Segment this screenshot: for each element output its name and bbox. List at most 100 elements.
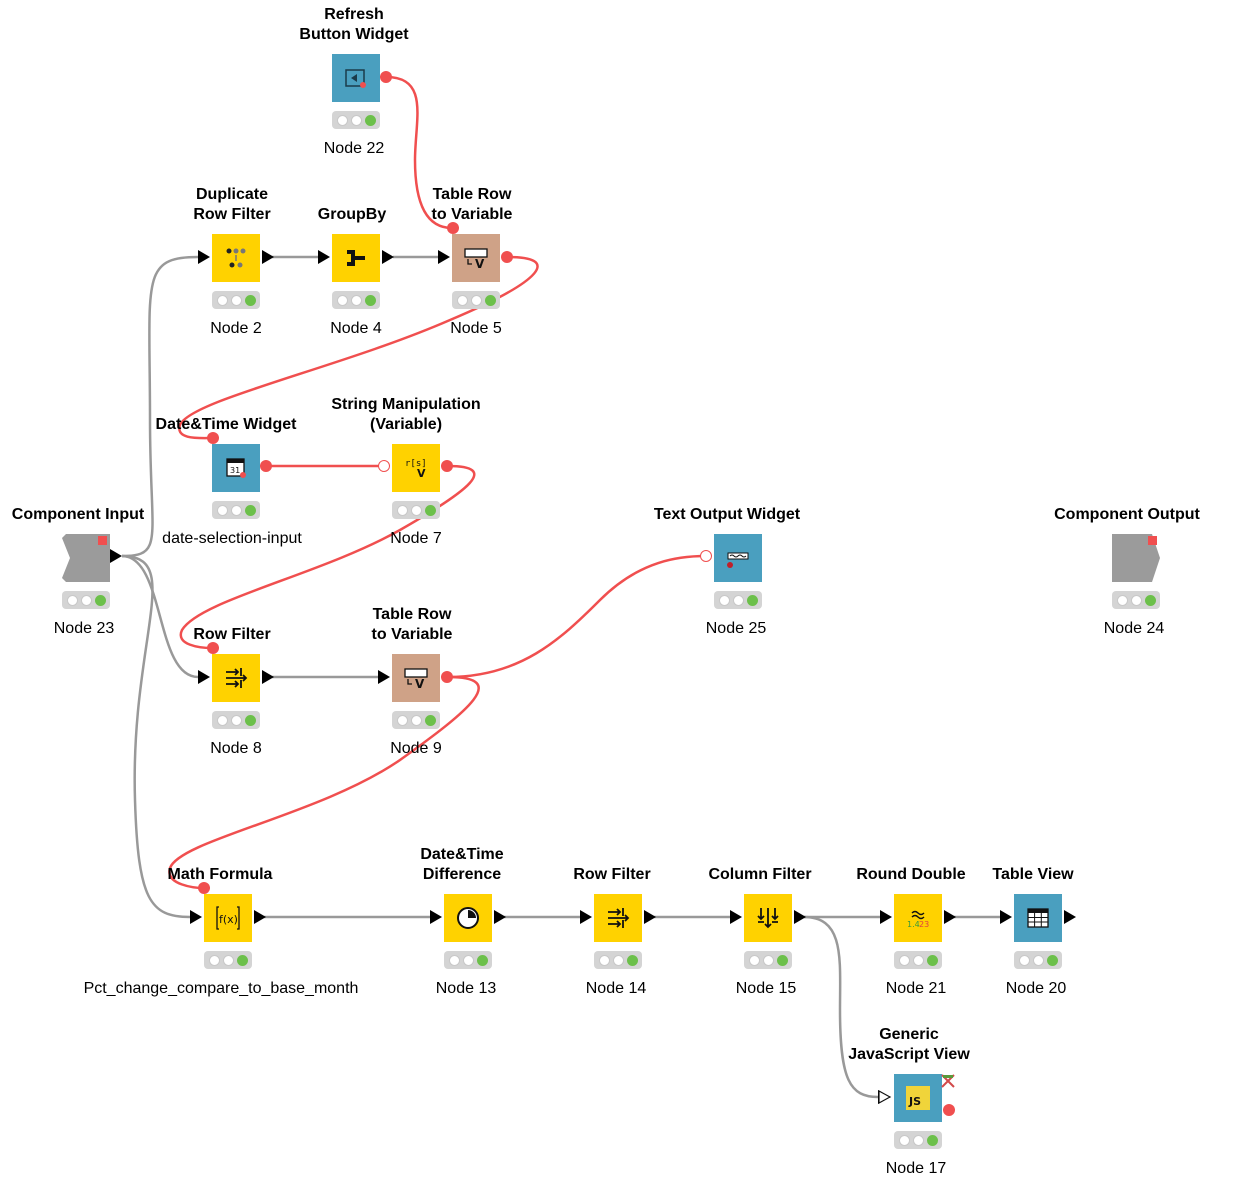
variable-input-port[interactable] xyxy=(198,882,210,894)
data-output-port[interactable] xyxy=(262,250,274,264)
data-input-port[interactable] xyxy=(878,1090,892,1104)
variable-output-port[interactable] xyxy=(260,460,272,472)
svg-text:V: V xyxy=(417,467,426,480)
svg-text:r[s]: r[s] xyxy=(405,459,427,469)
text-output-icon[interactable] xyxy=(714,534,762,582)
node-label: Node 2 xyxy=(210,320,262,337)
status-indicator xyxy=(392,711,440,729)
data-input-port[interactable] xyxy=(438,250,450,264)
node-title: Table Row to Variable xyxy=(371,606,453,643)
variable-input-port[interactable] xyxy=(207,642,219,654)
data-input-port[interactable] xyxy=(730,910,742,924)
data-output-port[interactable] xyxy=(644,910,656,924)
node-label: Node 8 xyxy=(210,740,262,757)
node-title: Text Output Widget xyxy=(653,506,801,523)
status-indicator xyxy=(594,951,642,969)
node-title: Column Filter xyxy=(708,866,812,883)
clock-icon[interactable] xyxy=(444,894,492,942)
groupby-icon[interactable] xyxy=(332,234,380,282)
data-wire-23-8 xyxy=(121,554,199,679)
data-input-port[interactable] xyxy=(190,910,202,924)
node-label: Node 14 xyxy=(585,980,647,997)
svg-text:31: 31 xyxy=(230,466,240,475)
node-label: Pct_change_compare_to_base_month xyxy=(83,980,359,997)
string-manipulation-icon[interactable]: r[s]V xyxy=(392,444,440,492)
row-filter-icon[interactable] xyxy=(212,654,260,702)
data-output-port[interactable] xyxy=(1064,910,1076,924)
variable-output-port[interactable] xyxy=(441,460,453,472)
data-input-port[interactable] xyxy=(318,250,330,264)
node-label: Node 7 xyxy=(390,530,442,547)
node-label: Node 25 xyxy=(705,620,767,637)
svg-text:f(x): f(x) xyxy=(219,913,238,926)
variable-input-port[interactable] xyxy=(207,432,219,444)
svg-text:1.4: 1.4 xyxy=(907,920,920,929)
data-output-port[interactable] xyxy=(262,670,274,684)
data-input-port[interactable] xyxy=(430,910,442,924)
node-label: Node 5 xyxy=(450,320,502,337)
node-title: Generic JavaScript View xyxy=(848,1026,970,1063)
component-input-icon[interactable] xyxy=(62,534,110,582)
node-title: Table Row to Variable xyxy=(431,186,513,223)
variable-output-port[interactable] xyxy=(943,1104,955,1116)
variable-wire-5-6 xyxy=(178,255,539,440)
data-output-port[interactable] xyxy=(794,910,806,924)
node-title: Math Formula xyxy=(167,866,273,883)
node-label: Node 9 xyxy=(390,740,442,757)
data-input-port[interactable] xyxy=(198,670,210,684)
status-indicator xyxy=(392,501,440,519)
duplicate-filter-icon[interactable] xyxy=(212,234,260,282)
row-filter-icon[interactable] xyxy=(594,894,642,942)
data-input-port[interactable] xyxy=(1000,910,1012,924)
node-label: Node 21 xyxy=(885,980,947,997)
refresh-icon[interactable] xyxy=(332,54,380,102)
data-input-port[interactable] xyxy=(580,910,592,924)
node-label: Node 4 xyxy=(330,320,382,337)
variable-output-port[interactable] xyxy=(441,671,453,683)
status-indicator xyxy=(62,591,110,609)
data-output-port[interactable] xyxy=(382,250,394,264)
variable-input-port[interactable] xyxy=(447,222,459,234)
component-output-icon[interactable] xyxy=(1112,534,1160,582)
variable-output-port[interactable] xyxy=(380,71,392,83)
data-output-port[interactable] xyxy=(944,910,956,924)
data-output-port[interactable] xyxy=(110,549,122,563)
table-view-icon[interactable] xyxy=(1014,894,1062,942)
column-filter-icon[interactable] xyxy=(744,894,792,942)
node-title: Refresh Button Widget xyxy=(299,6,409,43)
variable-input-port[interactable] xyxy=(378,460,390,472)
node-title: Component Input xyxy=(11,506,145,523)
math-formula-icon[interactable]: f(x) xyxy=(204,894,252,942)
status-indicator xyxy=(332,291,380,309)
status-indicator xyxy=(1112,591,1160,609)
calendar-icon[interactable]: 31 xyxy=(212,444,260,492)
node-label: Node 13 xyxy=(435,980,497,997)
data-wire-23-10 xyxy=(121,554,191,919)
node-title: Row Filter xyxy=(573,866,651,883)
data-output-port[interactable] xyxy=(254,910,266,924)
table-to-variable-icon[interactable]: V xyxy=(452,234,500,282)
node-title: Component Output xyxy=(1054,506,1200,523)
node-title: Round Double xyxy=(856,866,966,883)
variable-output-port[interactable] xyxy=(501,251,513,263)
data-input-port[interactable] xyxy=(378,670,390,684)
data-wire-23-2 xyxy=(121,255,199,558)
status-indicator xyxy=(444,951,492,969)
variable-wire-9-25 xyxy=(447,554,707,679)
variable-wire-22-5 xyxy=(385,75,453,230)
table-to-variable-icon[interactable]: V xyxy=(392,654,440,702)
node-title: Date&Time Difference xyxy=(420,846,504,883)
javascript-icon[interactable]: JS xyxy=(894,1074,942,1122)
node-title: GroupBy xyxy=(317,206,387,223)
data-input-port[interactable] xyxy=(880,910,892,924)
data-output-port[interactable] xyxy=(494,910,506,924)
data-wire-15-17 xyxy=(803,915,879,1099)
variable-input-port[interactable] xyxy=(700,550,712,562)
variable-wire-7-8 xyxy=(179,464,476,650)
status-indicator xyxy=(894,951,942,969)
node-title: Date&Time Widget xyxy=(155,416,297,433)
data-input-port[interactable] xyxy=(198,250,210,264)
status-indicator xyxy=(212,711,260,729)
